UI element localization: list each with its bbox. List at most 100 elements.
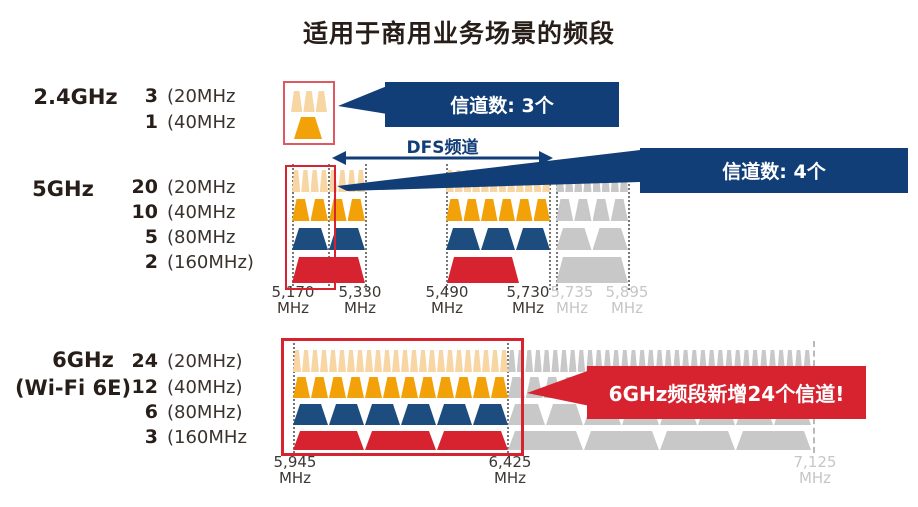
channel-trapezoid xyxy=(544,377,561,398)
channel-trapezoid xyxy=(348,199,366,221)
channel-trapezoid xyxy=(612,350,620,372)
boundary-line xyxy=(556,164,558,290)
channel-row xyxy=(291,91,327,112)
channel-trapezoid xyxy=(574,199,591,221)
boundary-line xyxy=(549,164,551,290)
channel-trapezoid xyxy=(760,350,768,372)
channel-trapezoid xyxy=(356,350,364,372)
channel-trapezoid xyxy=(583,170,591,192)
channel-trapezoid xyxy=(534,170,542,192)
channel-trapezoid xyxy=(455,170,463,192)
channel-trapezoid xyxy=(357,170,365,192)
channel-count: 12 xyxy=(131,376,158,398)
boundary-line xyxy=(328,164,330,290)
channel-trapezoid xyxy=(338,350,346,372)
channel-trapezoid xyxy=(437,350,445,372)
channel-trapezoid xyxy=(365,431,436,450)
channel-trapezoid xyxy=(428,350,436,372)
channel-trapezoid xyxy=(482,350,490,372)
channel-row xyxy=(556,228,628,250)
channel-trapezoid xyxy=(329,350,337,372)
channel-trapezoid xyxy=(347,350,355,372)
channel-row xyxy=(508,350,811,372)
channel-trapezoid xyxy=(292,199,310,221)
count-row: 12(40MHz) xyxy=(116,376,243,400)
channel-trapezoid xyxy=(534,350,542,372)
bandwidth-label: (80MHz) xyxy=(167,402,243,423)
callout-channel-count-5ghz: 信道数: 4个 xyxy=(640,148,908,193)
channel-count: 3 xyxy=(144,85,158,107)
bandwidth-label: (20MHz xyxy=(167,177,236,198)
count-row: 10(40MHz xyxy=(116,201,236,225)
bandwidth-label: (160MHz) xyxy=(167,252,254,273)
bandwidth-label: (160MHz xyxy=(167,427,247,448)
channel-trapezoid xyxy=(491,350,499,372)
count-row: 6 (80MHz) xyxy=(116,401,243,425)
channel-trapezoid xyxy=(584,431,659,450)
channel-row xyxy=(293,377,508,398)
channel-trapezoid xyxy=(293,404,328,425)
channel-trapezoid xyxy=(736,431,811,450)
channel-trapezoid xyxy=(481,199,498,221)
channel-trapezoid xyxy=(621,350,629,372)
channel-trapezoid xyxy=(481,170,489,192)
channel-trapezoid xyxy=(294,117,322,139)
channel-trapezoid xyxy=(602,170,610,192)
channel-trapezoid xyxy=(507,170,515,192)
count-row: 3(20MHz xyxy=(116,85,236,109)
channel-trapezoid xyxy=(311,377,328,398)
channel-trapezoid xyxy=(292,228,328,250)
channel-count: 6 xyxy=(144,401,158,423)
channel-trapezoid xyxy=(565,170,573,192)
channel-trapezoid xyxy=(803,350,811,372)
channel-trapezoid xyxy=(302,350,310,372)
dfs-band-label: DFS频道 xyxy=(406,138,479,158)
channel-trapezoid xyxy=(551,350,559,372)
channel-row xyxy=(508,431,811,450)
channel-trapezoid xyxy=(647,350,655,372)
channel-trapezoid xyxy=(795,350,803,372)
channel-trapezoid xyxy=(446,199,463,221)
channel-trapezoid xyxy=(446,350,454,372)
count-row: 20(20MHz xyxy=(116,176,236,200)
channel-trapezoid xyxy=(593,228,629,250)
channel-trapezoid xyxy=(508,404,545,425)
channel-row xyxy=(292,199,365,221)
band-label-24ghz: 2.4GHz xyxy=(33,85,118,109)
channel-trapezoid xyxy=(455,350,463,372)
channel-trapezoid xyxy=(311,199,329,221)
channel-trapezoid xyxy=(329,199,347,221)
channel-trapezoid xyxy=(392,350,400,372)
channel-trapezoid xyxy=(611,199,628,221)
channel-trapezoid xyxy=(303,91,314,112)
channel-trapezoid xyxy=(508,431,583,450)
channel-trapezoid xyxy=(473,404,508,425)
channel-trapezoid xyxy=(708,350,716,372)
channel-trapezoid xyxy=(556,228,592,250)
channel-trapezoid xyxy=(556,170,564,192)
channel-trapezoid xyxy=(595,350,603,372)
channel-trapezoid xyxy=(291,91,302,112)
boundary-line xyxy=(292,164,294,290)
channel-trapezoid xyxy=(374,350,382,372)
channel-trapezoid xyxy=(543,350,551,372)
channel-row xyxy=(294,117,322,139)
channel-trapezoid xyxy=(316,91,327,112)
band-label-5ghz: 5GHz xyxy=(32,177,94,201)
channel-trapezoid xyxy=(556,199,573,221)
channel-row xyxy=(447,257,519,283)
channel-trapezoid xyxy=(786,350,794,372)
channel-row xyxy=(446,228,550,250)
channel-trapezoid xyxy=(473,350,481,372)
channel-trapezoid xyxy=(293,431,364,450)
count-row: 5(80MHz xyxy=(116,226,236,250)
channel-trapezoid xyxy=(508,350,516,372)
channel-trapezoid xyxy=(699,350,707,372)
page-title: 适用于商用业务场景的频段 xyxy=(302,19,615,48)
